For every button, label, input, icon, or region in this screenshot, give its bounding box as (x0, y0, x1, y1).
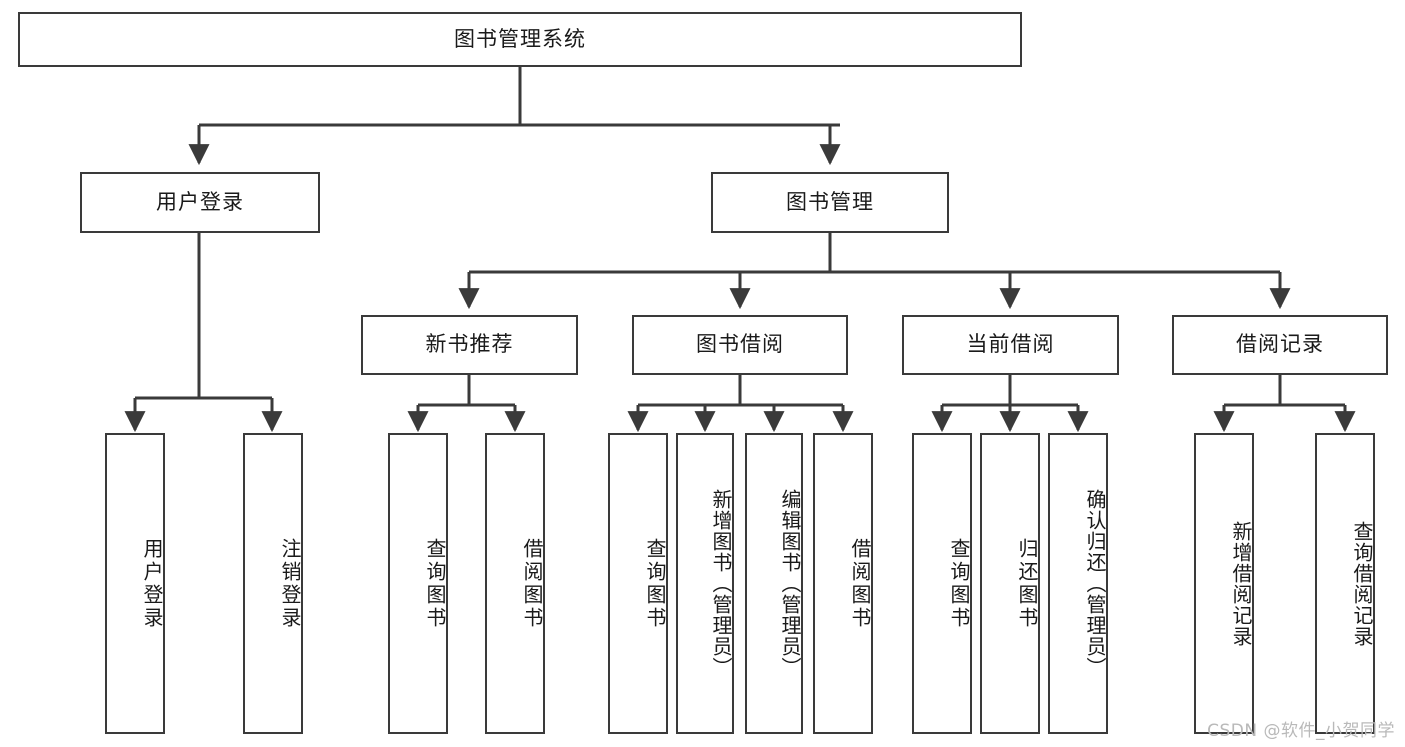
node-borrow-record[interactable]: 借阅记录 (1172, 315, 1388, 375)
node-current-borrow[interactable]: 当前借阅 (902, 315, 1119, 375)
leaf-query-book-current[interactable]: 查询图书 (912, 433, 972, 734)
leaf-borrow-book-borrow[interactable]: 借阅图书 (813, 433, 873, 734)
leaf-confirm-return-admin[interactable]: 确认归还（管理员） (1048, 433, 1108, 734)
leaf-user-login[interactable]: 用户登录 (105, 433, 165, 734)
leaf-query-book-borrow[interactable]: 查询图书 (608, 433, 668, 734)
leaf-query-book-recommend[interactable]: 查询图书 (388, 433, 448, 734)
node-new-book-recommend[interactable]: 新书推荐 (361, 315, 578, 375)
leaf-logout-login[interactable]: 注销登录 (243, 433, 303, 734)
leaf-add-borrow-record[interactable]: 新增借阅记录 (1194, 433, 1254, 734)
leaf-add-book-admin[interactable]: 新增图书（管理员） (676, 433, 734, 734)
leaf-return-book[interactable]: 归还图书 (980, 433, 1040, 734)
csdn-watermark: CSDN @软件_小贺同学 (1207, 721, 1395, 741)
leaf-query-borrow-record[interactable]: 查询借阅记录 (1315, 433, 1375, 734)
node-root-system[interactable]: 图书管理系统 (18, 12, 1022, 67)
node-user-login[interactable]: 用户登录 (80, 172, 320, 233)
node-book-management[interactable]: 图书管理 (711, 172, 949, 233)
leaf-edit-book-admin[interactable]: 编辑图书（管理员） (745, 433, 803, 734)
leaf-borrow-book-recommend[interactable]: 借阅图书 (485, 433, 545, 734)
node-book-borrow[interactable]: 图书借阅 (632, 315, 848, 375)
